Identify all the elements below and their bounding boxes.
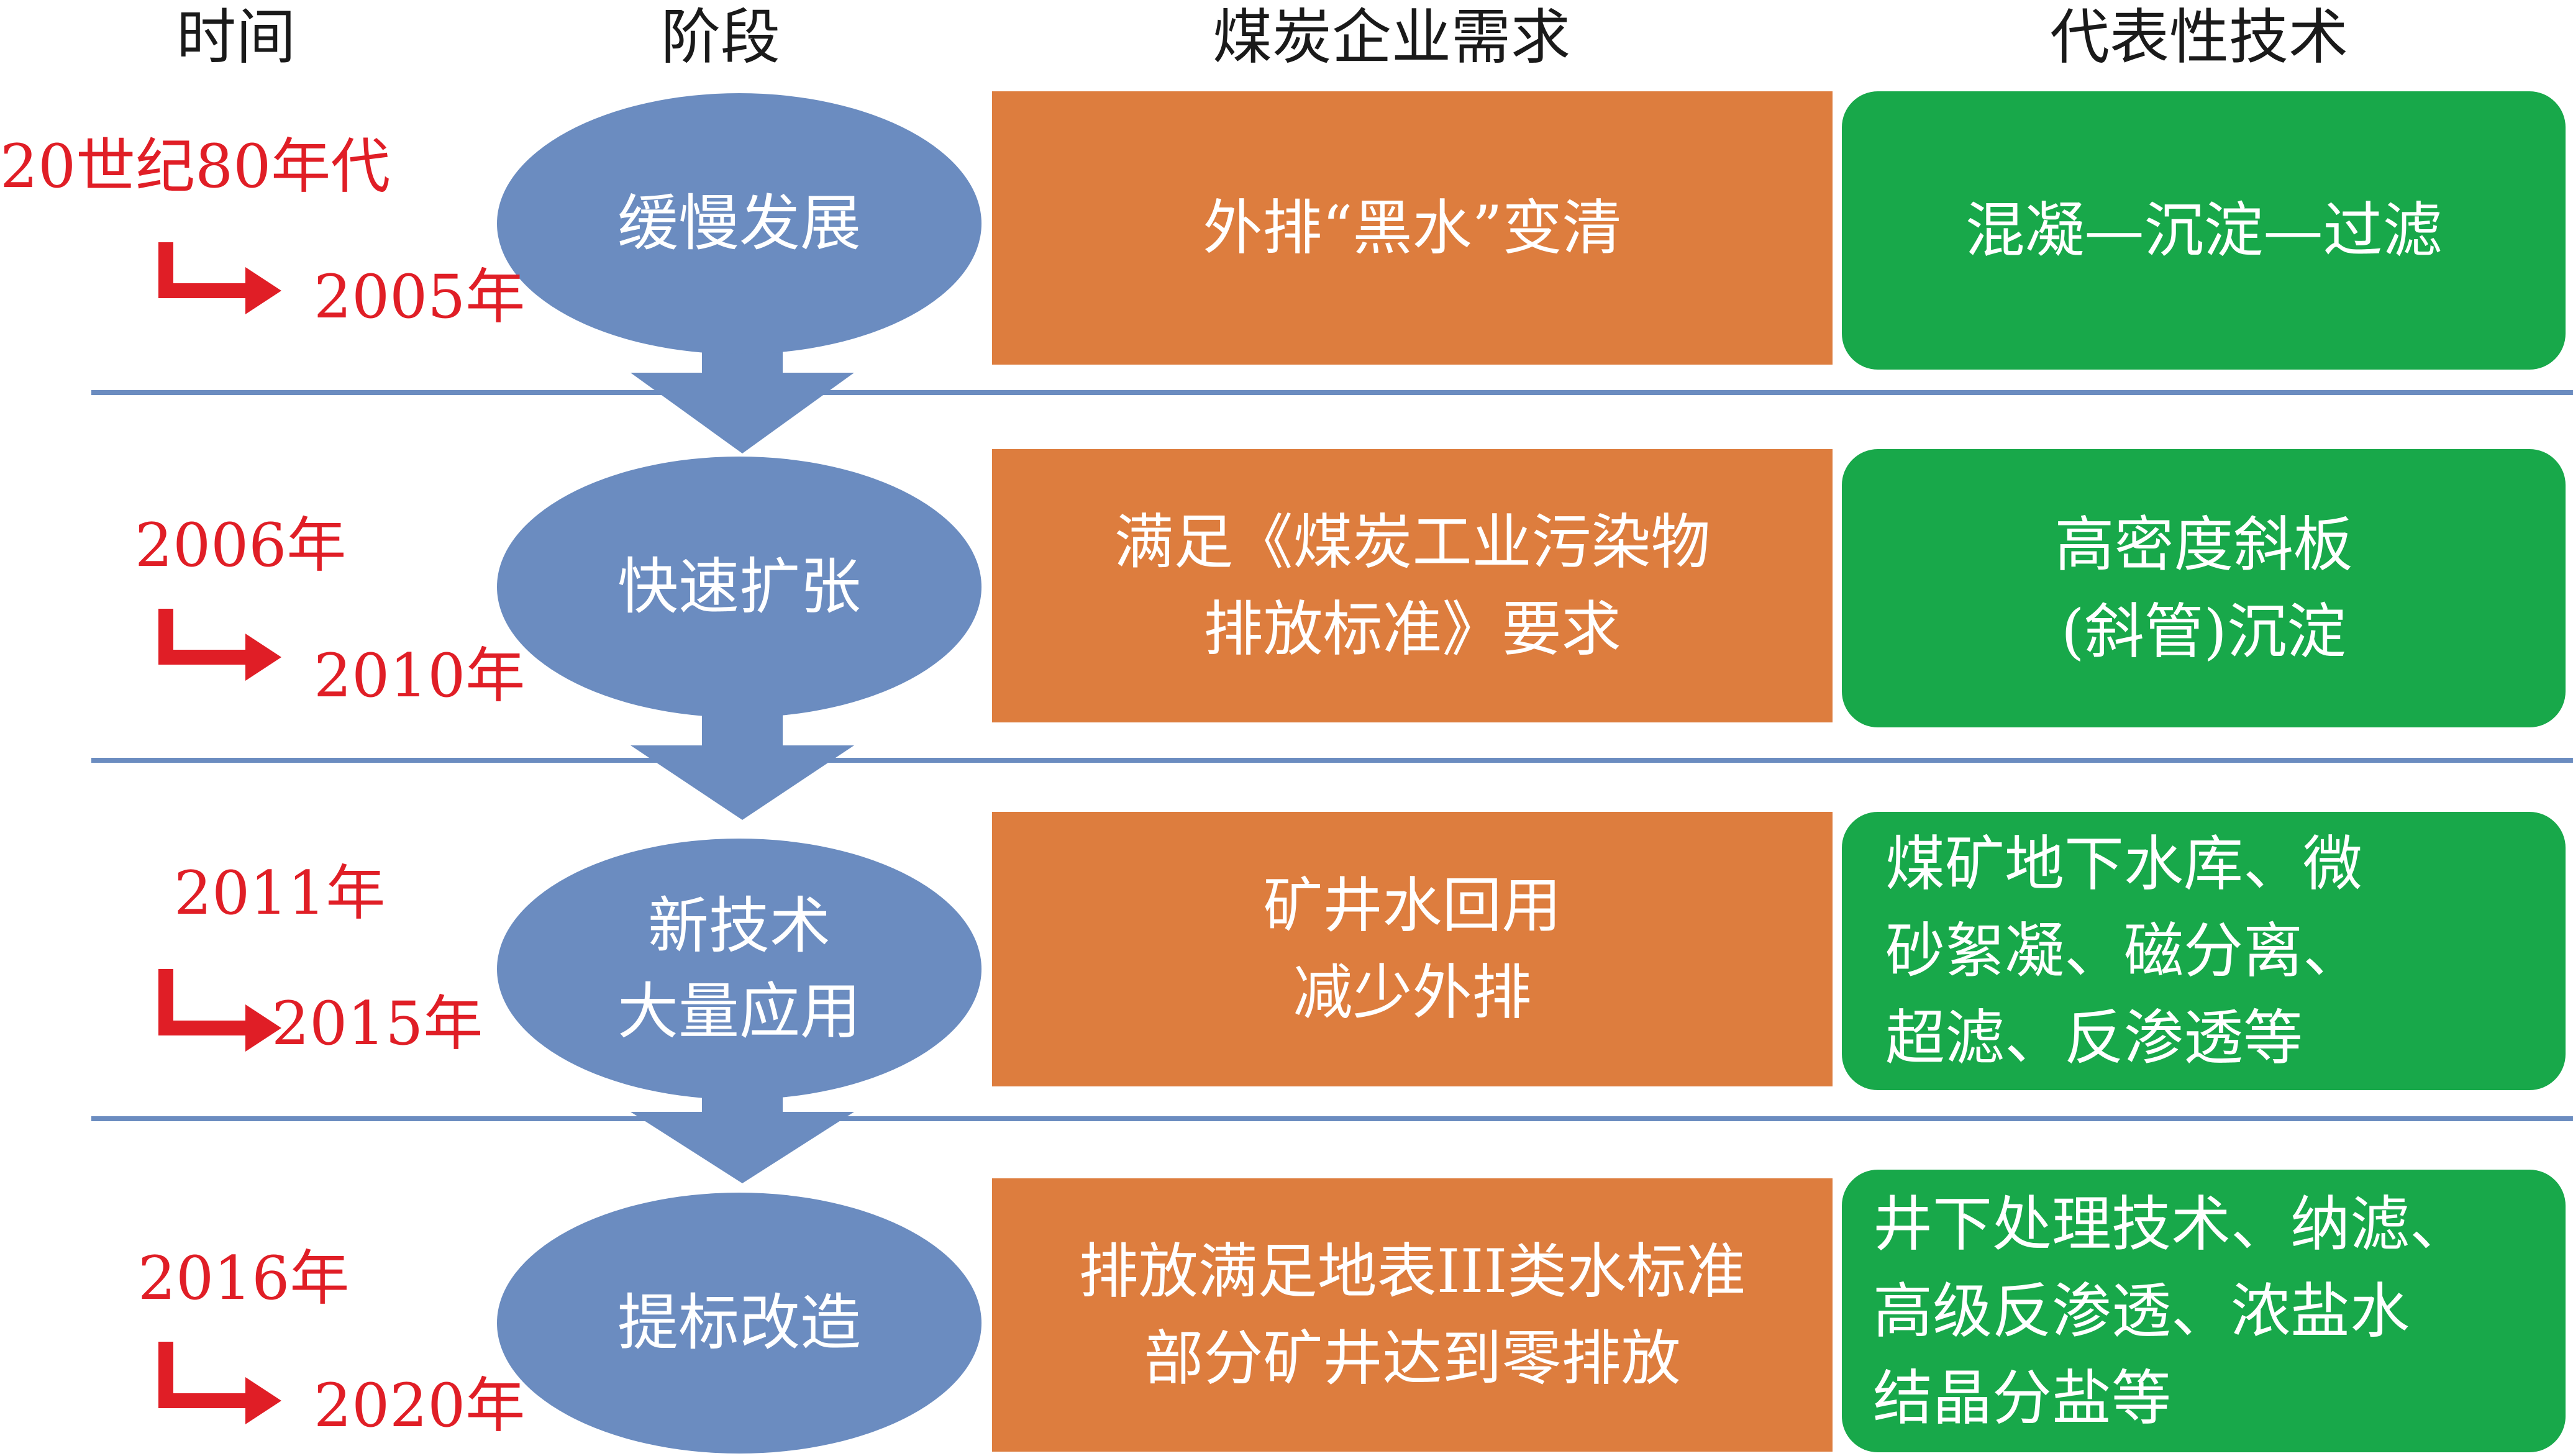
tech-line: 结晶分盐等 — [1873, 1363, 2171, 1433]
time-end-4: 2020年 — [314, 1371, 526, 1440]
tech-box-1: 混凝—沉淀—过滤 — [1842, 91, 2566, 370]
time-end-3: 2015年 — [271, 989, 483, 1058]
time-arrow-2-icon — [158, 609, 281, 681]
tech-line: 高密度斜板 — [2054, 510, 2353, 580]
demand-box-4: 排放满足地表III类水标准 部分矿井达到零排放 — [992, 1178, 1833, 1452]
stage-ellipse-3 — [497, 839, 981, 1099]
row-divider-1 — [91, 390, 2573, 395]
time-end-2: 2010年 — [314, 641, 526, 711]
stage-ellipse-1 — [497, 93, 981, 354]
demand-box-2: 满足《煤炭工业污染物 排放标准》要求 — [992, 449, 1833, 722]
demand-line: 减少外排 — [1293, 958, 1532, 1027]
demand-box-1: 外排“黑水”变清 — [992, 91, 1833, 365]
demand-line: 满足《煤炭工业污染物 — [1114, 507, 1711, 577]
tech-line: 煤矿地下水库、微 — [1885, 829, 2362, 899]
stage-label-3: 新技术 大量应用 — [503, 883, 975, 1055]
tech-box-3: 煤矿地下水库、微 砂絮凝、磁分离、 超滤、反渗透等 — [1842, 812, 2566, 1090]
stage-label-line: 提标改造 — [617, 1288, 861, 1358]
stage-label-2: 快速扩张 — [503, 544, 975, 630]
time-start-3: 2011年 — [174, 858, 386, 928]
demand-box-3: 矿井水回用 减少外排 — [992, 812, 1833, 1086]
tech-line: 砂絮凝、磁分离、 — [1885, 916, 2362, 986]
demand-line: 矿井水回用 — [1263, 871, 1562, 940]
header-time: 时间 — [176, 2, 296, 72]
time-start-1: 20世纪80年代 — [0, 132, 391, 201]
row-divider-3 — [91, 1116, 2573, 1121]
demand-line: 外排“黑水”变清 — [1203, 193, 1622, 263]
tech-line: (斜管)沉淀 — [2061, 597, 2346, 667]
time-arrow-4-icon — [158, 1342, 281, 1424]
tech-line: 混凝—沉淀—过滤 — [1965, 196, 2443, 265]
demand-line: 排放满足地表III类水标准 — [1078, 1237, 1746, 1306]
stage-ellipse-4 — [497, 1193, 981, 1454]
stage-label-4: 提标改造 — [503, 1280, 975, 1366]
stage-label-1: 缓慢发展 — [503, 181, 975, 266]
time-start-4: 2016年 — [138, 1244, 350, 1313]
time-arrow-3-icon — [158, 969, 281, 1052]
tech-line: 超滤、反渗透等 — [1885, 1003, 2303, 1073]
time-end-1: 2005年 — [314, 262, 526, 332]
stage-label-line: 缓慢发展 — [617, 188, 861, 259]
tech-line: 高级反渗透、浓盐水 — [1873, 1276, 2410, 1346]
row-divider-2 — [91, 758, 2573, 763]
demand-line: 排放标准》要求 — [1203, 594, 1621, 664]
tech-box-2: 高密度斜板 (斜管)沉淀 — [1842, 449, 2566, 727]
stage-ellipse-2 — [497, 457, 981, 717]
header-tech: 代表性技术 — [2050, 2, 2348, 72]
header-demand: 煤炭企业需求 — [1213, 2, 1570, 72]
stage-label-line: 快速扩张 — [617, 552, 861, 622]
stage-label-line: 新技术 — [647, 891, 831, 962]
time-start-2: 2006年 — [135, 511, 347, 580]
time-arrow-1-icon — [158, 242, 281, 314]
stage-label-line: 大量应用 — [617, 976, 861, 1047]
tech-line: 井下处理技术、纳滤、 — [1873, 1189, 2469, 1259]
demand-line: 部分矿井达到零排放 — [1144, 1324, 1681, 1393]
tech-box-4: 井下处理技术、纳滤、 高级反渗透、浓盐水 结晶分盐等 — [1842, 1170, 2566, 1452]
header-stage: 阶段 — [661, 2, 780, 72]
